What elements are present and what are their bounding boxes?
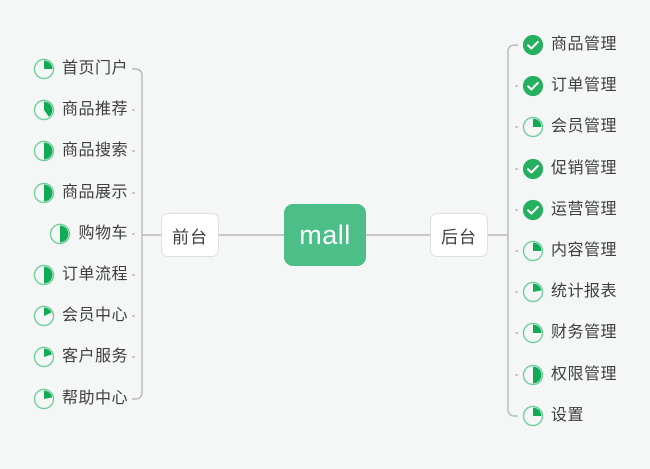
root-node-label: mall (299, 219, 351, 250)
leaf-node-label: 订单流程 (61, 266, 128, 283)
leaf-node-label: 客户服务 (61, 348, 128, 365)
progress-circle-icon (33, 140, 55, 162)
leaf-node-label: 内容管理 (551, 242, 618, 259)
leaf-node-label: 权限管理 (551, 366, 618, 383)
leaf-node-label: 商品推荐 (61, 101, 128, 118)
progress-circle-icon (522, 322, 544, 344)
leaf-node[interactable]: 首页门户 (0, 55, 128, 83)
leaf-node[interactable]: 会员中心 (0, 302, 128, 330)
check-circle-icon (522, 34, 544, 56)
leaf-node[interactable]: 订单流程 (0, 261, 128, 289)
branch-node-right[interactable]: 后台 (430, 213, 488, 257)
progress-circle-icon (33, 388, 55, 410)
progress-circle-icon (33, 182, 55, 204)
leaf-node-label: 帮助中心 (61, 390, 128, 407)
leaf-node[interactable]: 促销管理 (522, 155, 650, 183)
leaf-node-label: 商品管理 (551, 36, 618, 53)
leaf-node-label: 设置 (551, 407, 585, 424)
progress-circle-icon (522, 281, 544, 303)
leaf-node-label: 促销管理 (551, 160, 618, 177)
leaf-node[interactable]: 运营管理 (522, 196, 650, 224)
leaf-node[interactable]: 商品展示 (0, 179, 128, 207)
progress-circle-icon (33, 264, 55, 286)
check-circle-icon (522, 199, 544, 221)
leaf-node[interactable]: 财务管理 (522, 319, 650, 347)
branch-node-label: 后台 (441, 227, 477, 247)
leaf-node[interactable]: 客户服务 (0, 343, 128, 371)
leaf-node-label: 会员中心 (61, 307, 128, 324)
leaf-node-label: 财务管理 (551, 324, 618, 341)
leaf-node-label: 统计报表 (551, 283, 618, 300)
leaf-node[interactable]: 订单管理 (522, 72, 650, 100)
leaf-node[interactable]: 商品管理 (522, 31, 650, 59)
leaf-node-label: 商品展示 (61, 184, 128, 201)
progress-circle-icon (33, 346, 55, 368)
leaf-node[interactable]: 商品推荐 (0, 96, 128, 124)
leaf-node-label: 会员管理 (551, 118, 618, 135)
leaf-node[interactable]: 内容管理 (522, 237, 650, 265)
leaf-node-label: 订单管理 (551, 77, 618, 94)
leaf-node-label: 首页门户 (61, 60, 128, 77)
leaf-node[interactable]: 设置 (522, 402, 650, 430)
progress-circle-icon (522, 116, 544, 138)
progress-circle-icon (522, 405, 544, 427)
progress-circle-icon (522, 364, 544, 386)
progress-circle-icon (33, 305, 55, 327)
root-node[interactable]: mall (284, 204, 366, 266)
leaf-node[interactable]: 商品搜索 (0, 137, 128, 165)
leaf-node[interactable]: 帮助中心 (0, 385, 128, 413)
leaf-node[interactable]: 购物车 (0, 220, 128, 248)
branch-node-left[interactable]: 前台 (161, 213, 219, 257)
check-circle-icon (522, 158, 544, 180)
leaf-node[interactable]: 会员管理 (522, 113, 650, 141)
leaf-node[interactable]: 统计报表 (522, 278, 650, 306)
check-circle-icon (522, 75, 544, 97)
progress-circle-icon (33, 99, 55, 121)
leaf-node-label: 运营管理 (551, 201, 618, 218)
progress-circle-icon (33, 58, 55, 80)
branch-node-label: 前台 (172, 227, 208, 247)
leaf-node-label: 商品搜索 (61, 142, 128, 159)
leaf-node[interactable]: 权限管理 (522, 361, 650, 389)
progress-circle-icon (522, 240, 544, 262)
leaf-node-label: 购物车 (78, 225, 128, 242)
progress-circle-icon (50, 223, 71, 245)
